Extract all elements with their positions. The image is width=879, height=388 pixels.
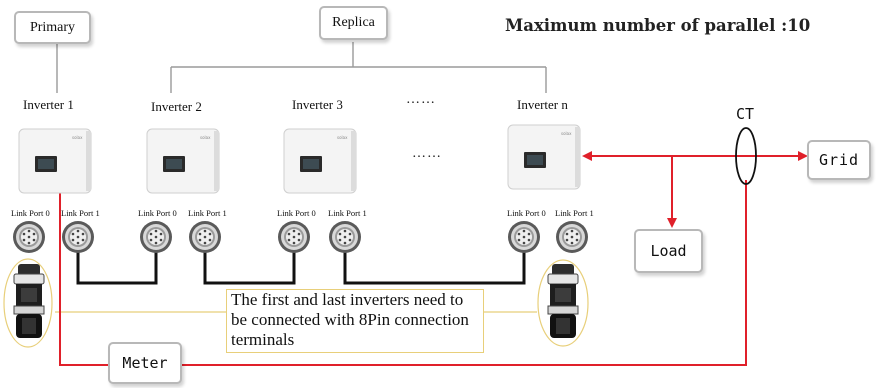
inv3-port0-icon <box>277 220 311 254</box>
connector-highlight-left <box>3 258 53 348</box>
inv2-port0-label: Link Port 0 <box>138 208 177 218</box>
arrow-to-inverter-n <box>582 151 592 161</box>
inv3-port1-icon <box>328 220 362 254</box>
svg-text:solax: solax <box>337 135 348 140</box>
label-ellipsis: …… <box>406 92 436 107</box>
replica-hierarchy-lines <box>56 42 547 93</box>
inverter-2-unit: solax <box>144 127 222 195</box>
ct-label: CT <box>736 105 755 123</box>
inverter-3-label: Inverter 3 <box>292 97 343 112</box>
load-box: Load <box>634 229 703 273</box>
invn-port0-icon <box>507 220 541 254</box>
svg-text:solax: solax <box>561 131 572 136</box>
terminal-connector-right-icon <box>539 262 587 346</box>
inverter-3-unit: solax <box>281 127 359 195</box>
grid-box: Grid <box>807 140 871 180</box>
terminal-note: The first and last inverters need to be … <box>226 289 484 353</box>
terminal-connector-left-icon <box>5 262 53 346</box>
grid-label: Grid <box>818 151 860 169</box>
primary-label: Primary <box>29 19 76 35</box>
meter-box: Meter <box>108 342 182 384</box>
primary-box: Primary <box>14 11 91 44</box>
unit-ellipsis: …… <box>412 146 442 161</box>
inverter-2-label: Inverter 2 <box>151 99 202 114</box>
max-parallel-title: Maximum number of parallel :10 <box>505 16 811 35</box>
inverter-1-unit: solax <box>16 127 94 195</box>
inv1-port0-label: Link Port 0 <box>11 208 50 218</box>
inv1-port0-icon <box>12 220 46 254</box>
svg-text:solax: solax <box>72 135 83 140</box>
link-cables <box>76 250 526 285</box>
ct-sensor-icon <box>735 127 757 185</box>
invn-port0-label: Link Port 0 <box>507 208 546 218</box>
inv3-port1-label: Link Port 1 <box>328 208 367 218</box>
invn-port1-label: Link Port 1 <box>555 208 594 218</box>
inverter-1-label: Inverter 1 <box>23 97 74 112</box>
connector-highlight-right <box>537 259 589 347</box>
inv1-port1-label: Link Port 1 <box>61 208 100 218</box>
load-label: Load <box>650 242 687 260</box>
inv1-port1-icon <box>61 220 95 254</box>
inv2-port1-label: Link Port 1 <box>188 208 227 218</box>
replica-label: Replica <box>332 15 375 30</box>
power-arrows <box>582 151 808 228</box>
arrow-to-grid <box>798 151 808 161</box>
power-lines <box>59 155 800 366</box>
meter-label: Meter <box>122 354 168 372</box>
invn-port1-icon <box>555 220 589 254</box>
arrow-to-load <box>667 218 677 228</box>
inverter-n-unit: solax <box>505 123 583 191</box>
replica-box: Replica <box>319 6 388 40</box>
inverter-n-label: Inverter n <box>517 97 568 112</box>
inv2-port0-icon <box>139 220 173 254</box>
inv2-port1-icon <box>188 220 222 254</box>
inv3-port0-label: Link Port 0 <box>277 208 316 218</box>
svg-text:solax: solax <box>200 135 211 140</box>
